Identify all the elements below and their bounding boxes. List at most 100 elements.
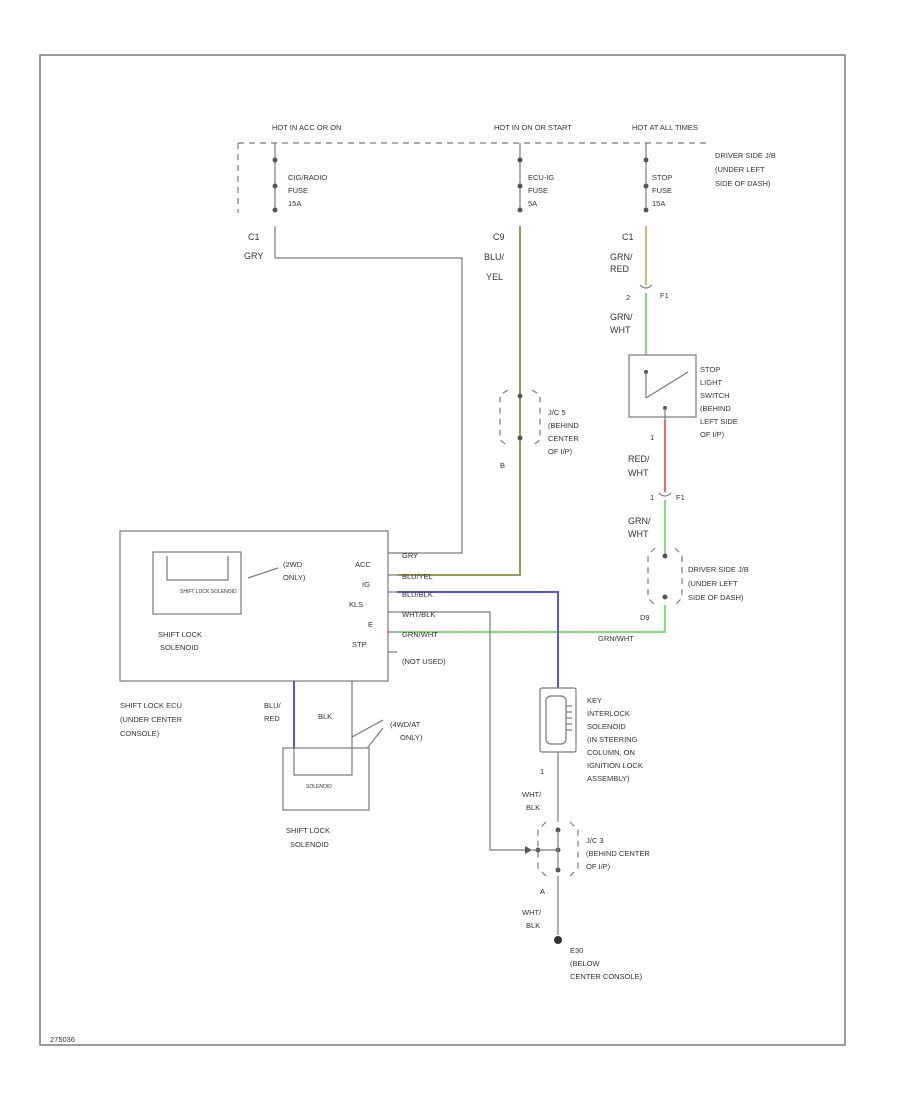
- fuse-stop: STOP FUSE 15A: [643, 143, 672, 213]
- svg-text:CONSOLE): CONSOLE): [120, 729, 160, 738]
- svg-text:DRIVER SIDE J/B: DRIVER SIDE J/B: [688, 565, 749, 574]
- svg-text:IGNITION LOCK: IGNITION LOCK: [587, 761, 643, 770]
- svg-text:CIG/RADIO: CIG/RADIO: [288, 173, 327, 182]
- ecu-pin-acc: ACC: [355, 560, 371, 569]
- svg-text:BLU/: BLU/: [264, 701, 282, 710]
- svg-text:(BEHIND CENTER: (BEHIND CENTER: [586, 849, 650, 858]
- svg-text:(BEHIND: (BEHIND: [700, 404, 731, 413]
- svg-text:GRN/: GRN/: [610, 312, 633, 322]
- svg-text:F1: F1: [676, 493, 685, 502]
- svg-text:WHT/: WHT/: [522, 790, 542, 799]
- svg-text:(UNDER CENTER: (UNDER CENTER: [120, 715, 183, 724]
- svg-text:(NOT USED): (NOT USED): [402, 657, 446, 666]
- svg-text:CENTER CONSOLE): CENTER CONSOLE): [570, 972, 643, 981]
- svg-text:ONLY): ONLY): [283, 573, 306, 582]
- figure-id: 275036: [50, 1035, 75, 1044]
- wire-grn-wht-stp: GRN/WHT: [397, 605, 666, 643]
- svg-text:GRN/WHT: GRN/WHT: [402, 630, 438, 639]
- svg-text:D9: D9: [640, 613, 650, 622]
- svg-text:SOLENOID: SOLENOID: [160, 643, 199, 652]
- wire-grn-red: C1 GRN/ RED 2 F1: [610, 226, 669, 302]
- svg-text:OF I/P): OF I/P): [548, 447, 573, 456]
- svg-text:RED: RED: [264, 714, 280, 723]
- svg-text:C1: C1: [622, 232, 634, 242]
- svg-text:BLU/YEL: BLU/YEL: [402, 572, 433, 581]
- svg-text:GRY: GRY: [244, 251, 263, 261]
- ecu-pin-ig: IG: [362, 580, 370, 589]
- svg-text:(BEHIND: (BEHIND: [548, 421, 579, 430]
- svg-text:ASSEMBLY): ASSEMBLY): [587, 774, 630, 783]
- svg-text:GRN/: GRN/: [610, 252, 633, 262]
- svg-text:2: 2: [626, 293, 630, 302]
- svg-text:GRN/: GRN/: [628, 516, 651, 526]
- svg-text:J/C 3: J/C 3: [586, 836, 604, 845]
- svg-text:(UNDER LEFT: (UNDER LEFT: [715, 165, 765, 174]
- wire-wht-blk-e: [397, 611, 532, 854]
- svg-text:INTERLOCK: INTERLOCK: [587, 709, 630, 718]
- svg-text:1: 1: [650, 433, 654, 442]
- wire-blu-blk-kls: [397, 591, 559, 690]
- svg-text:B: B: [500, 461, 505, 470]
- svg-text:5A: 5A: [528, 199, 537, 208]
- svg-text:SIDE OF DASH): SIDE OF DASH): [688, 593, 744, 602]
- svg-text:RED/: RED/: [628, 454, 650, 464]
- wire-grn-wht-upper: GRN/ WHT: [610, 293, 647, 357]
- svg-text:OF I/P): OF I/P): [700, 430, 725, 439]
- wire-wht-blk-key: 1 WHT/ BLK: [522, 752, 559, 822]
- wire-wht-blk-ground: A WHT/ BLK E30 (BELOW CENTER CONSOLE): [522, 876, 643, 981]
- stop-light-switch: STOP LIGHT SWITCH (BEHIND LEFT SIDE OF I…: [628, 354, 738, 439]
- svg-text:FUSE: FUSE: [288, 186, 308, 195]
- svg-text:WHT/BLK: WHT/BLK: [402, 610, 435, 619]
- shift-lock-solenoid-4wd: SOLENOID SHIFT LOCK SOLENOID: [282, 747, 370, 849]
- svg-text:LIGHT: LIGHT: [700, 378, 723, 387]
- svg-text:OF I/P): OF I/P): [586, 862, 611, 871]
- svg-text:WHT/: WHT/: [522, 908, 542, 917]
- junction-jc5: J/C 5 (BEHIND CENTER OF I/P) B: [499, 389, 579, 470]
- wire-grn-wht-lower: GRN/ WHT: [628, 500, 666, 555]
- svg-text:1: 1: [540, 767, 544, 776]
- junction-jc3: J/C 3 (BEHIND CENTER OF I/P): [532, 821, 650, 877]
- svg-text:CENTER: CENTER: [548, 434, 579, 443]
- svg-text:YEL: YEL: [486, 272, 503, 282]
- svg-text:SHIFT LOCK: SHIFT LOCK: [286, 826, 330, 835]
- svg-text:SWITCH: SWITCH: [700, 391, 730, 400]
- svg-text:FUSE: FUSE: [652, 186, 672, 195]
- ecu-pin-stp: STP: [352, 640, 367, 649]
- svg-text:15A: 15A: [288, 199, 301, 208]
- svg-text:LEFT SIDE: LEFT SIDE: [700, 417, 738, 426]
- ground-point: [554, 936, 562, 944]
- svg-text:STOP: STOP: [700, 365, 720, 374]
- diagram-border: [39, 54, 846, 1046]
- svg-text:BLK: BLK: [526, 921, 540, 930]
- svg-text:SHIFT LOCK: SHIFT LOCK: [158, 630, 202, 639]
- svg-text:E30: E30: [570, 946, 583, 955]
- svg-text:WHT: WHT: [628, 468, 649, 478]
- svg-text:WHT: WHT: [628, 529, 649, 539]
- wire-red-wht: 1 RED/ WHT 1 F1: [628, 420, 685, 502]
- svg-text:(2WD: (2WD: [283, 560, 303, 569]
- svg-text:1: 1: [650, 493, 654, 502]
- svg-text:BLU/BLK: BLU/BLK: [402, 590, 433, 599]
- wire-blu-yel-ig: C9 BLU/ YEL: [397, 226, 521, 576]
- svg-text:STOP: STOP: [652, 173, 672, 182]
- ecu-caption: SHIFT LOCK ECU (UNDER CENTER CONSOLE): [120, 701, 183, 738]
- svg-text:J/C 5: J/C 5: [548, 408, 566, 417]
- hot-all-label: HOT AT ALL TIMES: [632, 123, 698, 132]
- svg-text:BLU/: BLU/: [484, 252, 505, 262]
- svg-text:15A: 15A: [652, 199, 665, 208]
- shift-lock-ecu: ACC IG KLS E STP GRY BLU/YEL BLU/BLK WHT…: [119, 530, 446, 682]
- fuse-ecu-ig: ECU-IG FUSE 5A: [517, 143, 554, 213]
- svg-text:RED: RED: [610, 264, 630, 274]
- svg-text:(4WD/AT: (4WD/AT: [390, 720, 421, 729]
- fuse-cig-radio: CIG/RADIO FUSE 15A: [272, 143, 327, 213]
- svg-text:SIDE OF DASH): SIDE OF DASH): [715, 179, 771, 188]
- svg-text:A: A: [540, 887, 545, 896]
- key-interlock-solenoid: KEY INTERLOCK SOLENOID (IN STEERING COLU…: [539, 687, 643, 783]
- svg-text:GRN/WHT: GRN/WHT: [598, 634, 634, 643]
- wire-gry-acc: C1 GRY: [244, 226, 463, 554]
- svg-text:F1: F1: [660, 291, 669, 300]
- svg-text:(BELOW: (BELOW: [570, 959, 601, 968]
- svg-text:GRY: GRY: [402, 551, 418, 560]
- svg-text:(UNDER LEFT: (UNDER LEFT: [688, 579, 738, 588]
